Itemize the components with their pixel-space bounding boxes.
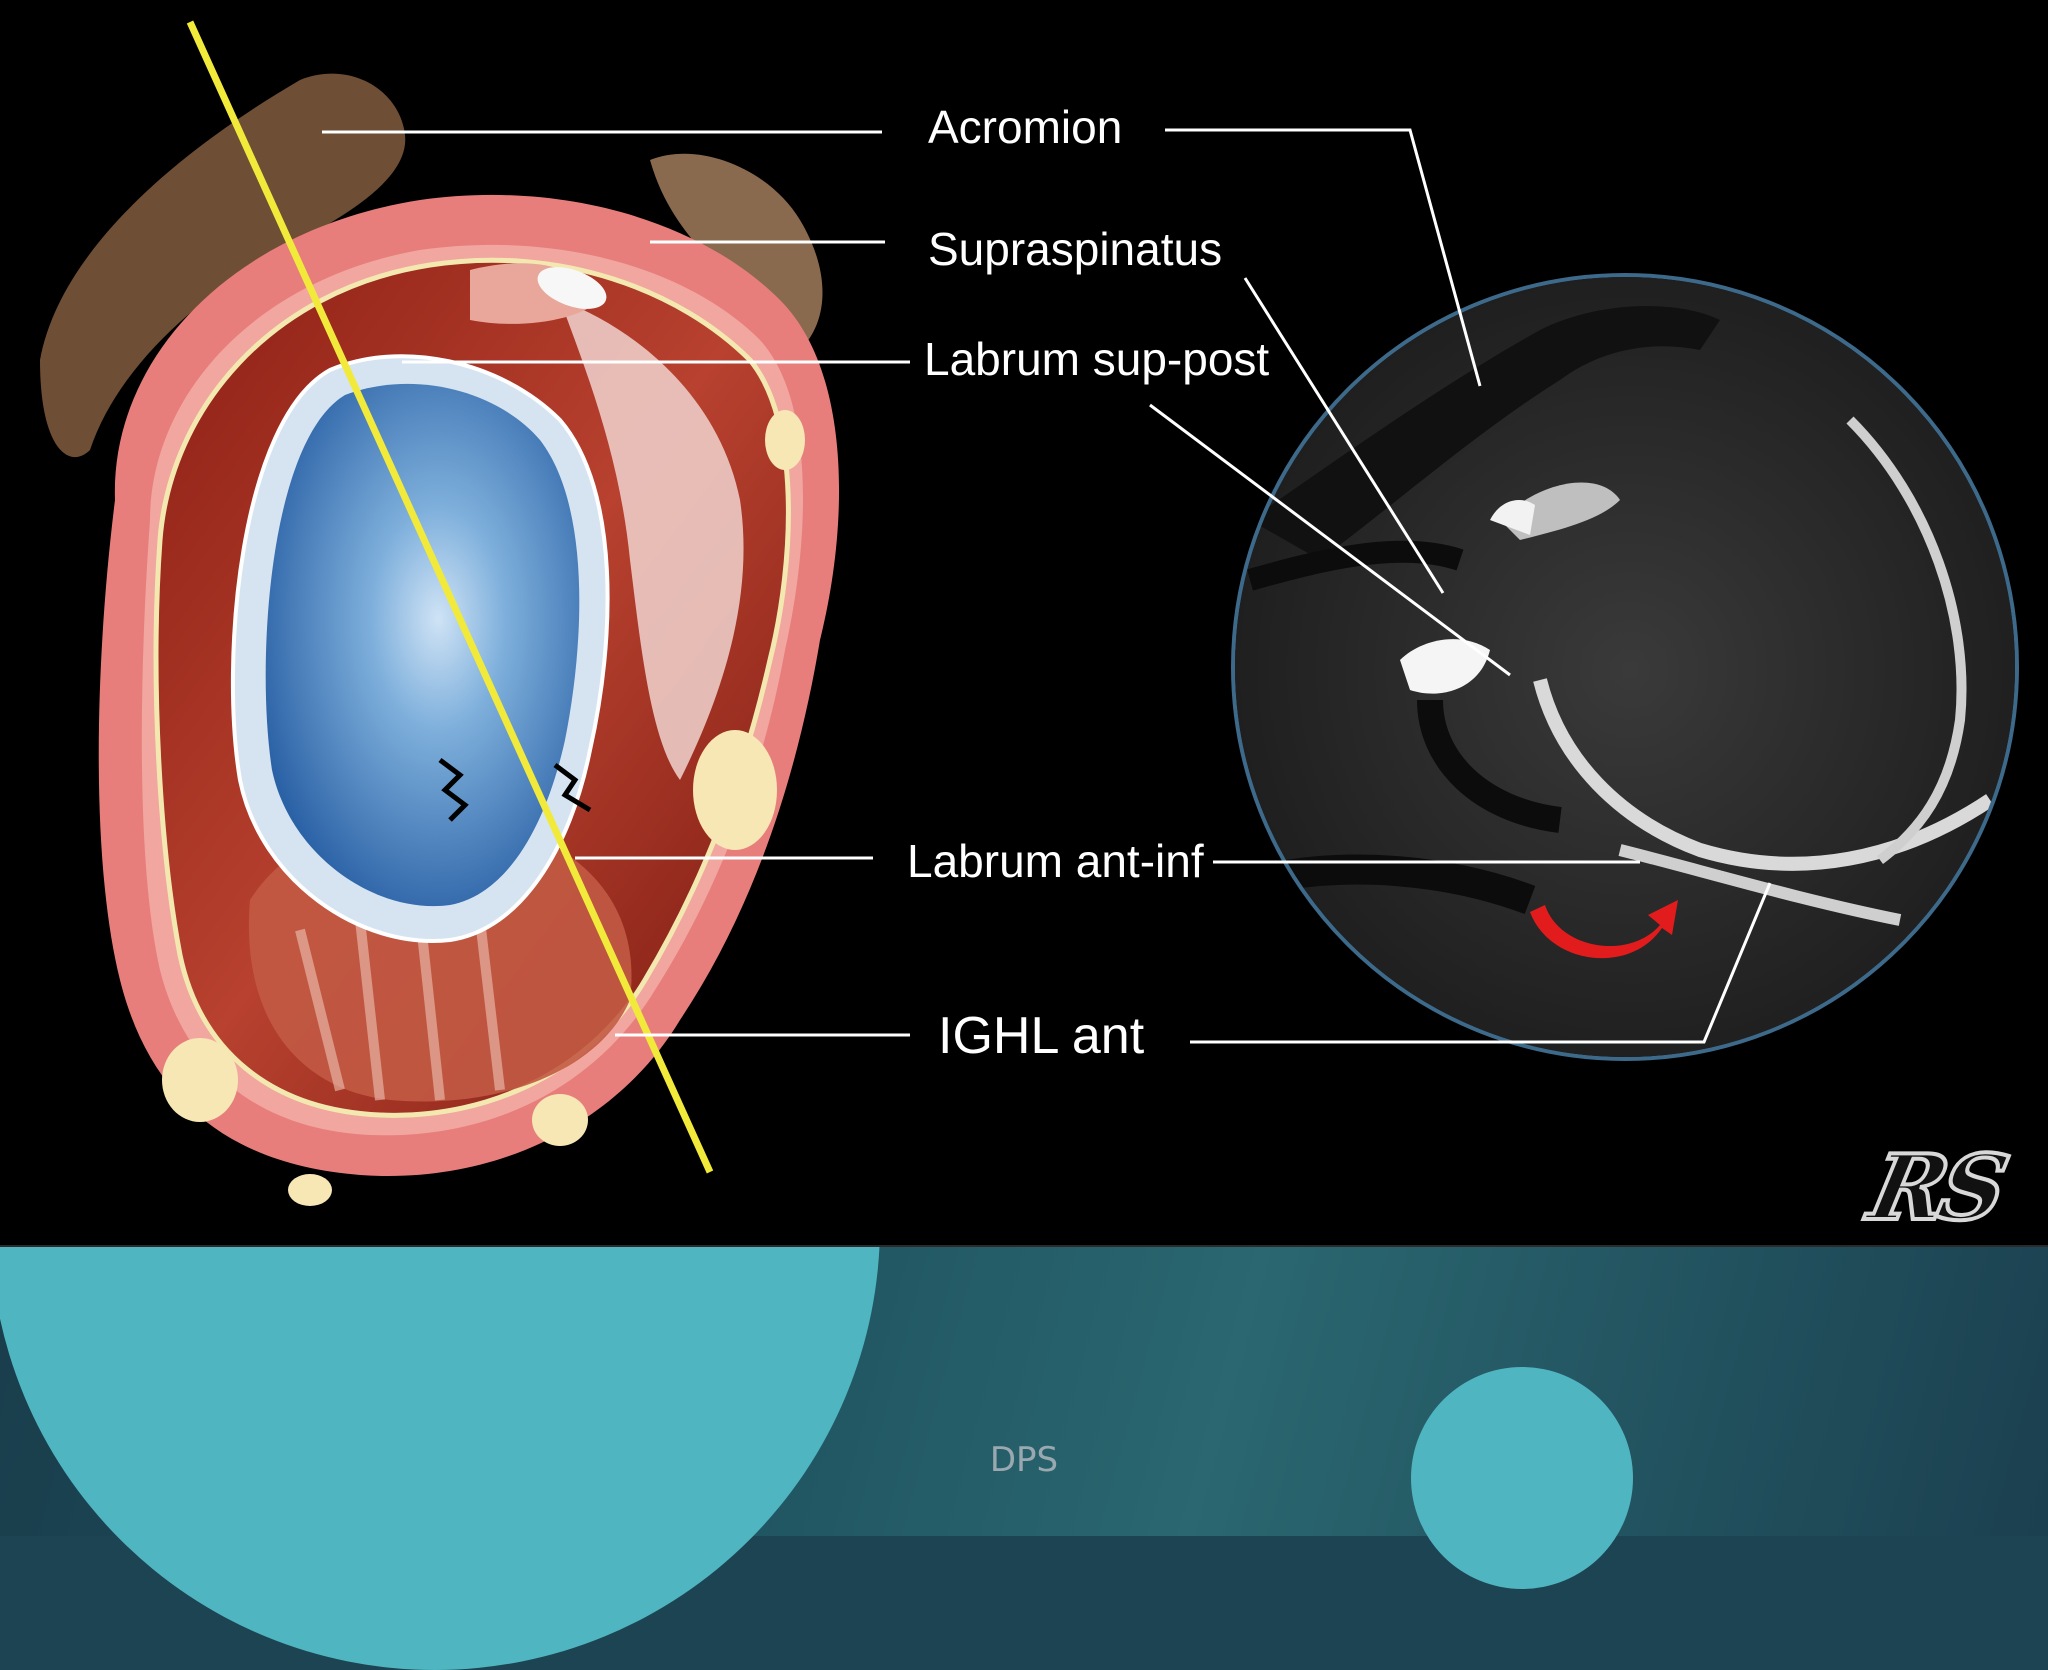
glenoid: [230, 354, 610, 943]
footer-text: DPS: [989, 1440, 1059, 1480]
figure-panel: Acromion Supraspinatus Labrum sup-post L…: [0, 0, 2048, 1247]
leader-lines: [322, 128, 1772, 1044]
anatomy-figure: [40, 20, 2019, 1206]
rs-watermark: RS: [1859, 1133, 2013, 1243]
mri-inset: [1231, 273, 2019, 1061]
label-supraspinatus: Supraspinatus: [928, 223, 1223, 275]
label-labrum-sup-post: Labrum sup-post: [924, 333, 1270, 385]
yellow-scan-line: [186, 20, 714, 1174]
label-labrum-ant-inf: Labrum ant-inf: [907, 835, 1204, 887]
curved-red-arrow: [1530, 900, 1678, 959]
label-acromion: Acromion: [928, 101, 1123, 153]
label-ighl-ant: IGHL ant: [938, 1007, 1145, 1065]
